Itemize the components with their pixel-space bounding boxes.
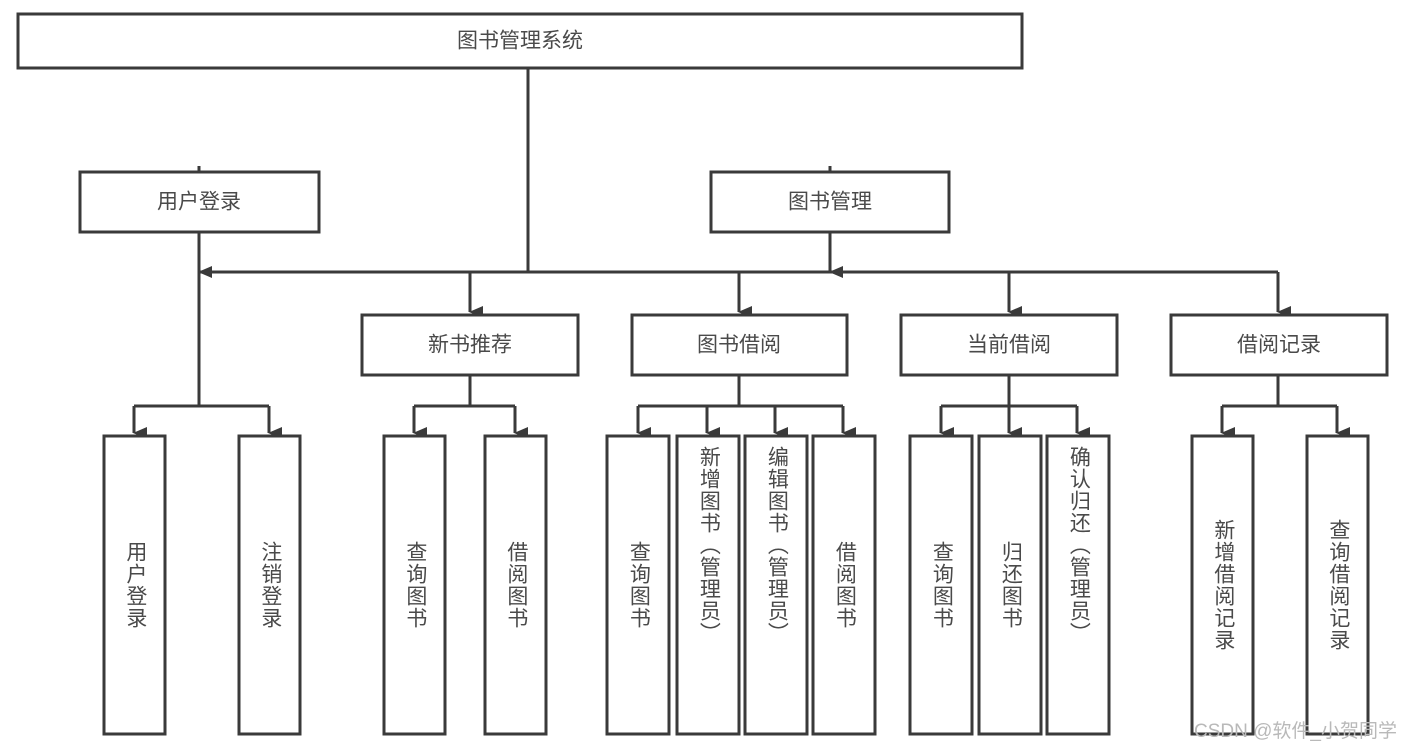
- leaf-box-borrow-record-0[interactable]: [1190, 434, 1255, 736]
- leaf-box-book-borrow-2[interactable]: [743, 434, 809, 736]
- node-book-borrow-label: 图书借阅: [697, 334, 781, 357]
- node-borrow-record-box[interactable]: [1169, 313, 1389, 377]
- node-user-login-box[interactable]: [78, 170, 321, 234]
- node-new-book-label: 新书推荐: [428, 334, 512, 357]
- node-book-mgmt-label: 图书管理: [788, 191, 872, 214]
- connector-group-user-login: [132, 232, 282, 439]
- leaf-box-new-book-0[interactable]: [382, 434, 447, 736]
- leaf-box-new-book-1[interactable]: [483, 434, 548, 736]
- node-root-label: 图书管理系统: [457, 30, 583, 53]
- node-borrow-record-label: 借阅记录: [1237, 334, 1321, 357]
- node-root-box[interactable]: [16, 12, 1024, 70]
- node-current-borrow-label: 当前借阅: [967, 334, 1051, 357]
- leaf-box-user-login-0[interactable]: [102, 434, 167, 736]
- node-book-borrow-box[interactable]: [630, 313, 849, 377]
- connector-group-root: [197, 68, 843, 278]
- leaf-box-book-borrow-0[interactable]: [605, 434, 671, 736]
- csdn-watermark: CSDN @软件_小贺同学: [1194, 721, 1397, 742]
- leaf-box-current-borrow-2[interactable]: [1045, 434, 1111, 736]
- node-user-login-label: 用户登录: [157, 191, 241, 214]
- leaf-box-current-borrow-1[interactable]: [977, 434, 1043, 736]
- leaf-box-current-borrow-0[interactable]: [908, 434, 974, 736]
- leaf-box-book-borrow-3[interactable]: [811, 434, 877, 736]
- leaf-box-user-login-1[interactable]: [237, 434, 302, 736]
- leaf-box-borrow-record-1[interactable]: [1305, 434, 1370, 736]
- connector-group-book-mgmt: [468, 232, 1291, 318]
- node-new-book-box[interactable]: [360, 313, 580, 377]
- connector-group-current-borrow: [939, 375, 1090, 439]
- connector-group-book-borrow: [636, 375, 856, 439]
- connector-group-new-book: [412, 375, 528, 439]
- node-current-borrow-box[interactable]: [899, 313, 1119, 377]
- node-book-mgmt-box[interactable]: [709, 170, 951, 234]
- leaf-box-book-borrow-1[interactable]: [675, 434, 741, 736]
- connector-group-borrow-record: [1220, 375, 1350, 439]
